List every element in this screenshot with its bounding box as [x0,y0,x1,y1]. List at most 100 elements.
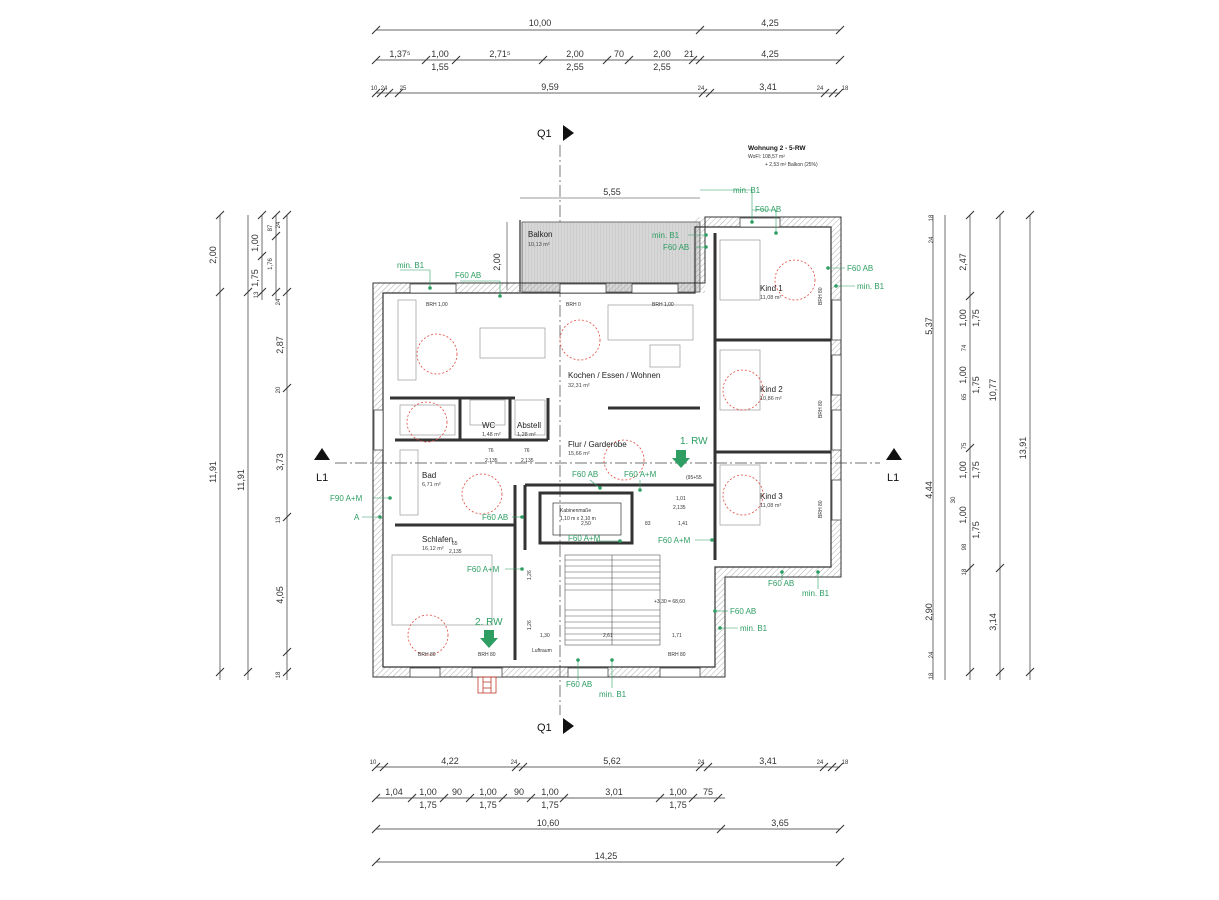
dim-left-col5: 18 [276,671,282,678]
dim-bottom-r2a: 90 [452,787,462,797]
interior-dims: 5,55 2,00 76 2,135 76 2,135 1,01 2,135 2… [449,187,700,639]
escape-arrow-2-icon [480,630,498,648]
dim-left-col5: 13 [276,516,282,523]
dim-right-col5: 98 [962,543,968,550]
fire-label: F60 AB [482,513,508,522]
fire-label: min. B1 [740,624,768,633]
interior-dim: 83 [645,521,651,527]
dim-bottom-r2b: 1,75 [479,800,497,810]
dim-right-col4: 1,00 [958,309,968,327]
axis-label-q1-bottom: Q1 [537,722,552,734]
luftraum-label: Luftraum [532,648,552,654]
dim-top-r2a-3: 2,00 [566,49,584,59]
interior-dim: 2,00 [492,253,502,271]
interior-dim: 76 [524,448,530,454]
bottom-dimension-chains [371,762,845,867]
fire-label: A [354,513,360,522]
fire-label: min. B1 [599,690,627,699]
room-area-kochen: 32,31 m² [568,383,590,389]
dim-right-col5: 24 [929,651,935,658]
axis-marker-l1-right [886,448,902,460]
room-name-flur: Flur / Garderobe [568,440,627,449]
room-name-kochen: Kochen / Essen / Wohnen [568,371,660,380]
room-name-kind1: Kind 1 [760,284,783,293]
turning-circles [406,259,816,656]
interior-dim: 1,41 [678,521,688,527]
fire-label: F60 AB [572,470,598,479]
dim-left-col4: 1,00 [250,234,260,252]
dim-right-col4: 1,75 [971,376,981,394]
dim-top-r2a-0: 1,37⁵ [389,49,411,59]
fire-label: F60 AB [566,680,592,689]
dim-bottom-r1: 24 [698,760,705,766]
axis-label-q1-top: Q1 [537,128,552,140]
room-name-kind2: Kind 2 [760,385,783,394]
fire-label: F60 A+M [624,470,657,479]
dim-right-col2: 3,14 [988,613,998,631]
room-name-bad: Bad [422,471,436,480]
interior-dim: 2,135 [673,505,686,511]
windows [373,217,842,678]
dim-left-col5: 1,76 [268,258,274,270]
fire-label: min. B1 [857,282,885,291]
brh-label: BRH 1,00 [426,302,448,308]
fire-label: F60 AB [663,243,689,252]
fire-label: F60 A+M [658,536,691,545]
dim-right-col5: 24 [929,236,935,243]
fire-label: F60 AB [847,264,873,273]
dim-bottom-r2a: 1,00 [479,787,497,797]
dim-right-col4: 1,00 [958,506,968,524]
dim-top-r3-4: 24 [698,86,705,92]
furniture [391,239,761,626]
room-area-balkon: 10,13 m² [528,242,550,248]
dim-right-col4: 1,00 [958,461,968,479]
dim-bottom-r3: 3,65 [771,818,789,828]
fire-label: min. B1 [397,261,425,270]
dim-bottom-r1: 5,62 [603,756,621,766]
dim-bottom-r2a: 75 [703,787,713,797]
dim-bottom-r2a: 1,00 [419,787,437,797]
interior-dim: 1,26 [527,570,533,580]
dim-bottom-r1: 3,41 [759,756,777,766]
axis-marker-l1-left [314,448,330,460]
fire-leaders [362,189,855,688]
dim-top-r1-b: 4,25 [761,18,779,28]
fire-label: F60 A+M [467,565,500,574]
elevator-label: Kabinenmaße [560,508,591,514]
rescue-ladder-icon [477,676,497,694]
dim-top-r2a-7: 4,25 [761,49,779,59]
dim-top-r1-a: 10,00 [529,18,552,28]
interior-dim: 2,135 [521,458,534,464]
room-area-flur: 15,66 m² [568,451,590,457]
room-area-bad: 6,71 m² [422,482,441,488]
brh-label: BRH 80 [668,652,686,658]
dim-right-col3: 2,47 [958,253,968,271]
brh-label: BRH 1,00 [652,302,674,308]
dim-bottom-r1: 4,22 [441,756,459,766]
room-name-abstell: Abstell [517,421,541,430]
interior-dim: 2,135 [449,549,462,555]
elevator-size: 1,10 m x 2,10 m [560,516,596,522]
axis-marker-q1-bottom [563,718,574,734]
dim-left-col4: 1,75 [250,269,260,287]
dim-bottom-r1: 24 [817,760,824,766]
dim-bottom-r1: 24 [511,760,518,766]
dim-bottom-r2b: 1,75 [541,800,559,810]
room-name-balkon: Balkon [528,230,552,239]
fire-label: min. B1 [733,186,761,195]
dim-bottom-r2a: 90 [514,787,524,797]
dim-top-r3-1: 24 [381,86,388,92]
dim-right-col3: 4,44 [924,481,934,499]
interior-dim: 76 [488,448,494,454]
dim-right-col5: 18 [929,214,935,221]
fire-label: F90 A+M [330,494,363,503]
stair-level: +3,30 = 68,60 [654,599,685,605]
axis-marker-q1-top [563,125,574,141]
fire-label: F60 AB [455,271,481,280]
dim-bottom-r2a: 1,00 [541,787,559,797]
fire-label: min. B1 [802,589,830,598]
interior-dim: 1,01 [676,496,686,502]
dim-bottom-r3: 10,60 [537,818,560,828]
interior-dim: 1,26 [527,620,533,630]
